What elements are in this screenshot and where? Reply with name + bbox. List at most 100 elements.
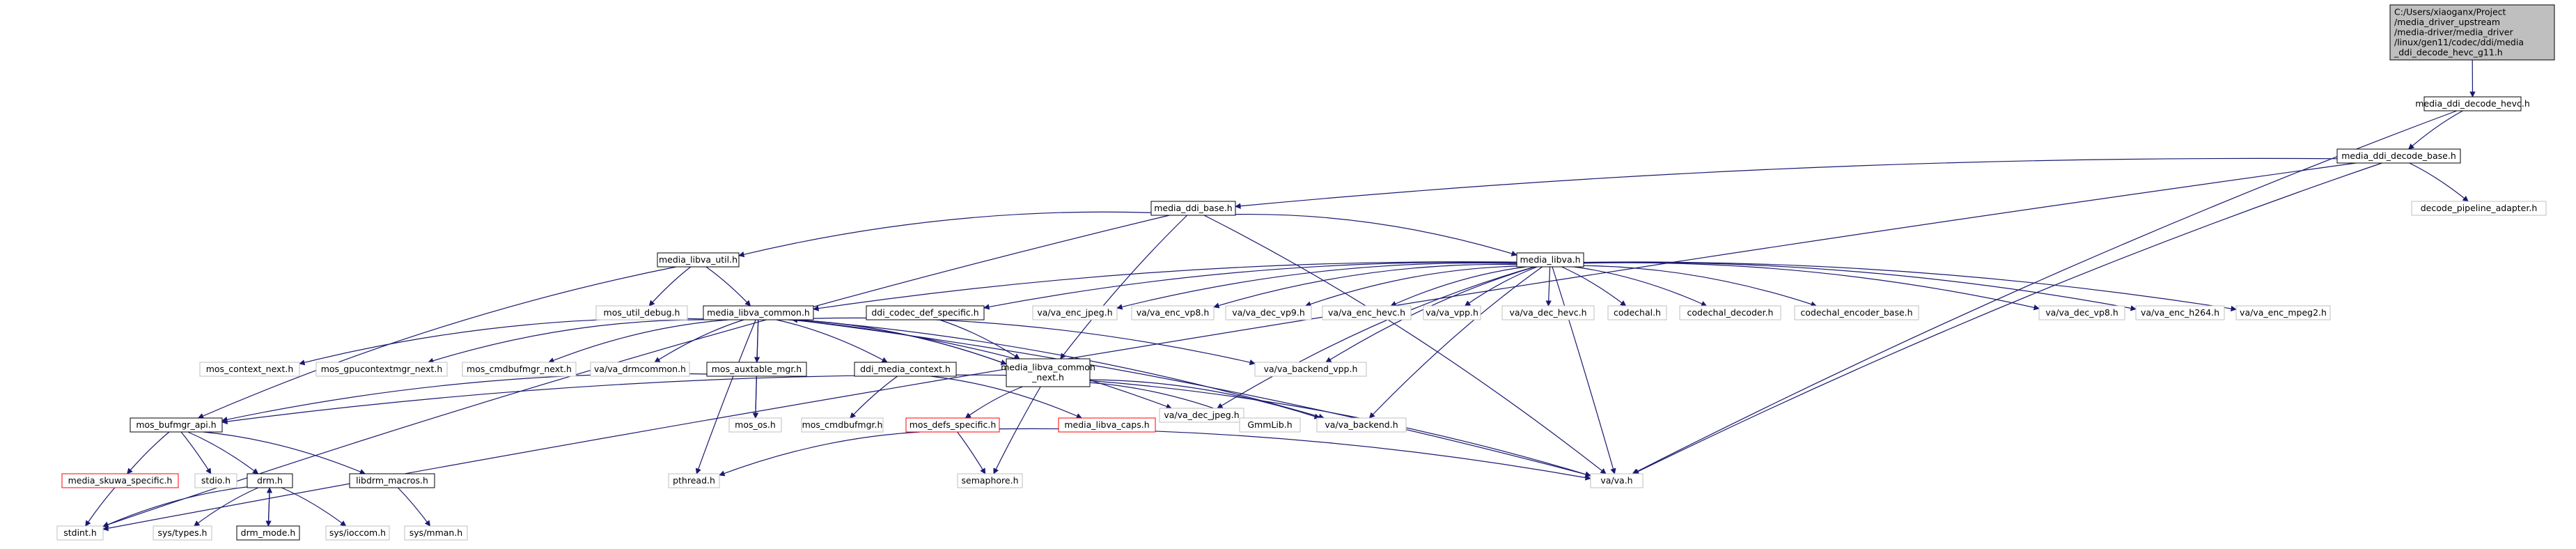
node-sys-types[interactable]: sys/types.h — [153, 526, 212, 540]
node-label: mos_os.h — [735, 419, 776, 430]
node-libva-common-next[interactable]: media_libva_common_next.h — [1001, 359, 1095, 387]
node-va-backend-vpp[interactable]: va/va_backend_vpp.h — [1255, 362, 1366, 376]
node-decode-base[interactable]: media_ddi_decode_base.h — [2337, 149, 2460, 163]
node-va-enc-vp8[interactable]: va/va_enc_vp8.h — [1132, 306, 1214, 320]
node-va-vpp[interactable]: va/va_vpp.h — [1423, 306, 1481, 320]
edge-libva_common-to-va_drmcommon — [655, 320, 744, 362]
edge-libva_common-to-context_next — [299, 318, 703, 364]
node-ddi-media-context[interactable]: ddi_media_context.h — [854, 362, 956, 376]
node-libva-caps[interactable]: media_libva_caps.h — [1059, 418, 1155, 432]
node-codechal-encoder-base[interactable]: codechal_encoder_base.h — [1795, 306, 1919, 320]
edge-libva_common-to-pthread — [696, 320, 756, 474]
node-label: codechal_encoder_base.h — [1800, 307, 1912, 318]
node-codechal-decoder[interactable]: codechal_decoder.h — [1680, 306, 1781, 320]
edge-libva_common-to-libva_common_next — [792, 320, 1006, 364]
node-label: /media-driver/media_driver — [2394, 26, 2513, 37]
node-ddi-base[interactable]: media_ddi_base.h — [1151, 201, 1235, 215]
node-label: media_libva_common.h — [707, 307, 810, 318]
edge-libva_common_next-to-defs_specific — [965, 387, 1022, 418]
node-va-enc-mpeg2[interactable]: va/va_enc_mpeg2.h — [2236, 306, 2330, 320]
node-label: mos_bufmgr_api.h — [136, 419, 216, 430]
node-stdint[interactable]: stdint.h — [57, 526, 103, 540]
node-va-dec-hevc[interactable]: va/va_dec_hevc.h — [1502, 306, 1594, 320]
node-root[interactable]: C:/Users/xiaoganx/Project/media_driver_u… — [2390, 5, 2554, 60]
node-label: media_ddi_decode_hevc.h — [2415, 98, 2530, 109]
edge-libva-to-codechal — [1561, 267, 1625, 306]
node-cmdbufmgr-next[interactable]: mos_cmdbufmgr_next.h — [462, 362, 576, 376]
edge-libva-to-codechal_decoder — [1574, 267, 1707, 306]
node-label: va/va_enc_jpeg.h — [1037, 307, 1112, 318]
node-label: ddi_codec_def_specific.h — [871, 307, 978, 318]
node-label: mos_context_next.h — [206, 364, 294, 374]
edge-defs_specific-to-va — [999, 428, 1591, 479]
node-label: media_skuwa_specific.h — [68, 475, 173, 486]
node-drm[interactable]: drm.h — [247, 474, 292, 488]
node-label: C:/Users/xiaoganx/Project — [2394, 6, 2506, 17]
edge-libva-to-va_enc_jpeg — [1117, 263, 1517, 309]
node-label: media_ddi_decode_base.h — [2341, 150, 2456, 161]
node-defs-specific[interactable]: mos_defs_specific.h — [906, 418, 999, 432]
node-sys-ioccom[interactable]: sys/ioccom.h — [326, 526, 389, 540]
node-va-backend[interactable]: va/va_backend.h — [1317, 418, 1406, 432]
edge-decode_base-to-pipeline_adapter — [2410, 163, 2468, 201]
node-stdio[interactable]: stdio.h — [195, 474, 237, 488]
edge-decode_base-to-stdint — [103, 163, 2356, 529]
node-va-enc-jpeg[interactable]: va/va_enc_jpeg.h — [1033, 306, 1117, 320]
node-label: va/va_backend.h — [1325, 419, 1398, 430]
node-context-next[interactable]: mos_context_next.h — [200, 362, 299, 376]
edge-decode_hevc-to-decode_base — [2409, 111, 2463, 149]
edge-libva_common-to-va — [794, 320, 1591, 476]
edge-libva-to-va_backend — [1369, 267, 1542, 418]
node-label: mos_defs_specific.h — [910, 419, 997, 430]
edge-decode_hevc-to-va — [1632, 111, 2457, 474]
edge-decode_base-to-ddi_base — [1235, 158, 2337, 206]
node-label: sys/types.h — [158, 527, 208, 538]
node-label: media_libva_util.h — [659, 254, 737, 265]
node-va-enc-hevc[interactable]: va/va_enc_hevc.h — [1322, 306, 1411, 320]
edge-libva-to-libva_common — [813, 262, 1517, 309]
node-label: semaphore.h — [962, 475, 1019, 486]
node-label: decode_pipeline_adapter.h — [2421, 203, 2538, 213]
node-va-drmcommon[interactable]: va/va_drmcommon.h — [591, 362, 689, 376]
node-skuwa-specific[interactable]: media_skuwa_specific.h — [62, 474, 178, 488]
node-util-debug[interactable]: mos_util_debug.h — [596, 306, 687, 320]
node-label: media_ddi_base.h — [1154, 203, 1232, 213]
node-va[interactable]: va/va.h — [1591, 474, 1643, 488]
node-va-dec-jpeg[interactable]: va/va_dec_jpeg.h — [1160, 408, 1244, 422]
node-auxtable-mgr[interactable]: mos_auxtable_mgr.h — [707, 362, 806, 376]
node-label: codechal_decoder.h — [1687, 307, 1774, 318]
node-label: media_libva_common — [1001, 362, 1095, 373]
edge-drm-to-sys_ioccom — [281, 488, 345, 526]
node-semaphore[interactable]: semaphore.h — [958, 474, 1022, 488]
node-va-dec-vp8[interactable]: va/va_dec_vp8.h — [2039, 306, 2125, 320]
node-gpucontextmgr-next[interactable]: mos_gpucontextmgr_next.h — [316, 362, 447, 376]
node-label: stdio.h — [201, 475, 231, 486]
node-drm-mode[interactable]: drm_mode.h — [237, 526, 299, 540]
edge-libva_common-to-va_backend_vpp — [813, 318, 1255, 363]
node-gmmlib[interactable]: GmmLib.h — [1240, 418, 1300, 432]
node-sys-mman[interactable]: sys/mman.h — [405, 526, 467, 540]
edge-libva_common-to-ddi_media_context — [776, 320, 887, 362]
node-label: mos_cmdbufmgr.h — [802, 419, 883, 430]
node-label: va/va_dec_jpeg.h — [1164, 410, 1239, 420]
node-libdrm-macros[interactable]: libdrm_macros.h — [350, 474, 435, 488]
node-label: va/va_enc_h264.h — [2141, 307, 2219, 318]
node-decode-hevc[interactable]: media_ddi_decode_hevc.h — [2415, 97, 2530, 111]
node-codechal[interactable]: codechal.h — [1608, 306, 1666, 320]
node-pthread[interactable]: pthread.h — [669, 474, 719, 488]
node-libva[interactable]: media_libva.h — [1517, 253, 1584, 267]
node-pipeline-adapter[interactable]: decode_pipeline_adapter.h — [2412, 201, 2546, 215]
node-libva-util[interactable]: media_libva_util.h — [657, 253, 739, 267]
node-label: drm.h — [257, 475, 283, 486]
node-mos-os[interactable]: mos_os.h — [729, 418, 781, 432]
node-va-enc-h264[interactable]: va/va_enc_h264.h — [2136, 306, 2224, 320]
edge-libva-to-va_enc_hevc — [1391, 267, 1526, 306]
node-codec-def-specific[interactable]: ddi_codec_def_specific.h — [866, 306, 984, 320]
node-va-dec-vp9[interactable]: va/va_dec_vp9.h — [1226, 306, 1311, 320]
node-label: va/va.h — [1600, 475, 1632, 486]
node-cmdbufmgr[interactable]: mos_cmdbufmgr.h — [802, 418, 883, 432]
edge-ddi_base-to-libva — [1235, 215, 1517, 256]
node-label: va/va_enc_mpeg2.h — [2240, 307, 2327, 318]
node-libva-common[interactable]: media_libva_common.h — [703, 306, 813, 320]
node-bufmgr-api[interactable]: mos_bufmgr_api.h — [130, 418, 222, 432]
